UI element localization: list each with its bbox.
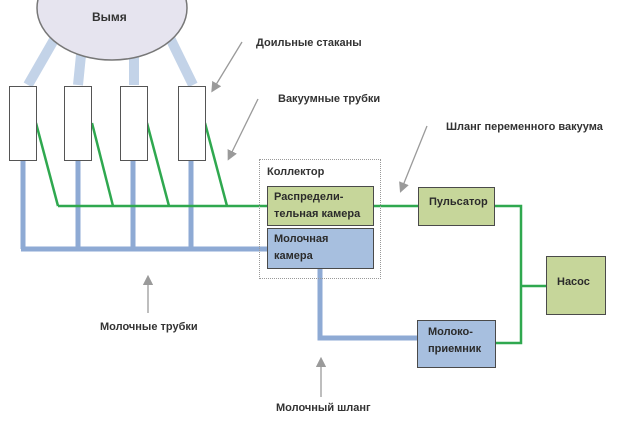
- label-teat-cups: Доильные стаканы: [256, 37, 362, 49]
- pulsator: Пульсатор: [418, 187, 495, 226]
- udder-connector: [23, 35, 60, 88]
- teat-cup: [64, 86, 92, 161]
- udder-connector: [73, 54, 86, 86]
- milk-receiver-line1: Молоко-: [428, 326, 473, 338]
- label-variable-vacuum-hose: Шланг переменного вакуума: [446, 121, 603, 133]
- collector-title: Коллектор: [267, 166, 325, 178]
- vacuum-tube: [34, 122, 60, 207]
- teat-cup: [9, 86, 37, 161]
- vacuum-tube: [203, 122, 229, 207]
- teat-cup: [120, 86, 148, 161]
- label-vacuum-tubes: Вакуумные трубки: [278, 93, 381, 105]
- arrow-teat-cups: [211, 41, 243, 93]
- collector-group: Коллектор: [259, 159, 381, 279]
- pump-label: Насос: [557, 276, 590, 288]
- label-milk-hose: Молочный шланг: [276, 402, 371, 414]
- arrow-vacuum-tubes: [227, 98, 259, 161]
- pump-main-line: [494, 204, 523, 345]
- pump: Насос: [546, 256, 606, 315]
- milk-chamber: Молочная камера: [267, 228, 374, 269]
- milk-chamber-line2: камера: [274, 250, 313, 262]
- pulsator-label: Пульсатор: [429, 196, 488, 208]
- teat-cup: [178, 86, 206, 161]
- milk-tubes: [20, 160, 418, 341]
- udder-connector: [165, 35, 198, 88]
- udder-shape: [36, 0, 188, 61]
- milk-chamber-line1: Молочная: [274, 233, 329, 245]
- udder-label: Вымя: [92, 10, 127, 24]
- milk-hose-line: [317, 268, 418, 341]
- label-milk-tubes: Молочные трубки: [100, 321, 198, 333]
- distribution-chamber: Распредели- тельная камера: [267, 186, 374, 226]
- distribution-chamber-line1: Распредели-: [274, 191, 344, 203]
- distribution-chamber-line2: тельная камера: [274, 208, 361, 220]
- vacuum-tube: [90, 122, 115, 207]
- milk-receiver-line2: приемник: [428, 343, 482, 355]
- vacuum-tubes: [34, 122, 546, 345]
- vacuum-tube: [145, 122, 171, 207]
- milk-receiver: Молоко- приемник: [417, 320, 496, 368]
- arrow-variable-vacuum-hose: [399, 125, 428, 193]
- udder-connectors: [23, 35, 198, 88]
- annotation-arrows: [142, 41, 428, 397]
